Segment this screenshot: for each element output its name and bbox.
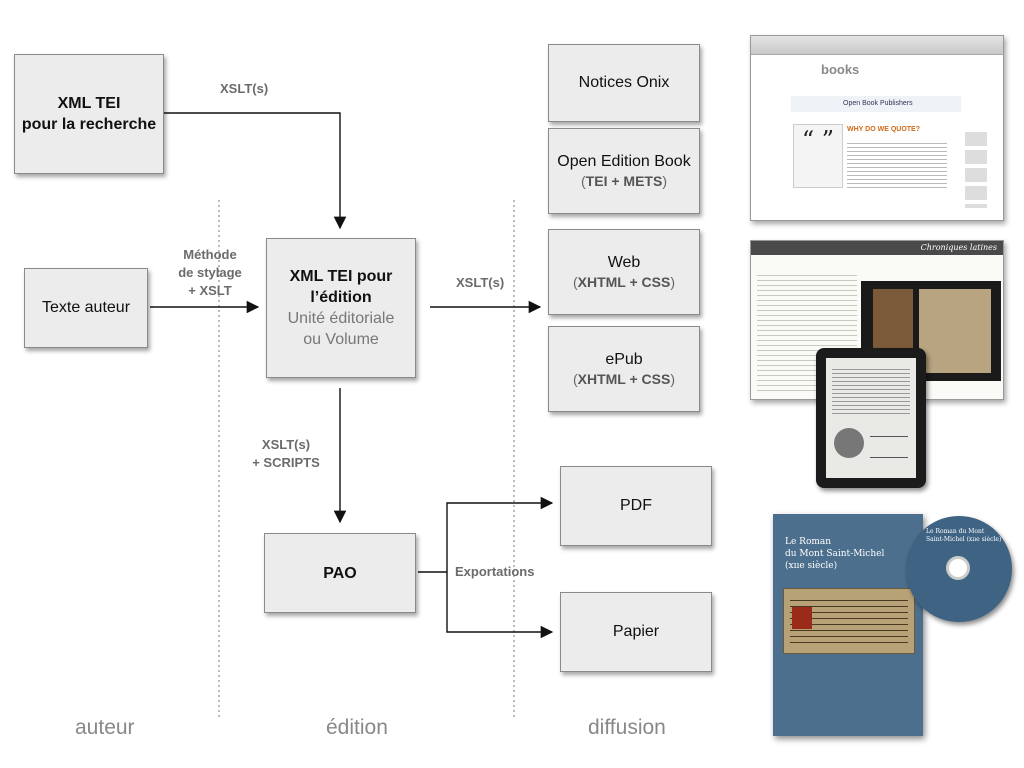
arrow-recherche-to-edition — [164, 112, 347, 230]
book-title: Le Roman du Mont Saint-Michel (xııe sièc… — [785, 537, 885, 571]
box-line: pour la recherche — [21, 116, 157, 133]
box-format: (XHTML + CSS) — [572, 273, 676, 290]
texte-auteur-box: Texte auteur — [24, 268, 148, 348]
text-lines — [847, 140, 947, 190]
browser-toolbar — [751, 36, 1003, 55]
web-box: Web (XHTML + CSS) — [548, 229, 700, 315]
pao-box: PAO — [264, 533, 416, 613]
book-title: WHY DO WE QUOTE? — [847, 126, 920, 133]
box-line: PAO — [323, 564, 357, 582]
open-edition-book-box: Open Edition Book (TEI + METS) — [548, 128, 700, 214]
label-exportations: Exportations — [455, 564, 535, 579]
box-line: l’édition — [310, 289, 372, 306]
cd-hole — [946, 556, 970, 580]
column-title-auteur: auteur — [75, 716, 135, 739]
box-line: XML TEI pour — [289, 268, 393, 285]
box-line: Open Edition Book — [557, 152, 691, 170]
box-format: (XHTML + CSS) — [572, 370, 676, 387]
publisher-banner: Open Book Publishers — [791, 96, 961, 112]
chroniques-title: Chroniques latines — [920, 243, 997, 252]
manuscript-plate — [783, 588, 915, 654]
xml-tei-edition-box: XML TEI pour l’édition Unité éditoriale … — [266, 238, 416, 378]
cd-disc: Le Roman du Mont Saint-Michel (xııe sièc… — [906, 516, 1012, 622]
tablet-device — [816, 348, 926, 488]
label-xslt-top: XSLT(s) — [220, 81, 269, 96]
column-title-diffusion: diffusion — [588, 716, 666, 739]
books-logo: books — [821, 62, 860, 77]
label-methode-stylage: Méthode de stylage + XSLT — [178, 247, 242, 298]
cd-title: Le Roman du Mont Saint-Michel (xııe sièc… — [926, 528, 1002, 543]
box-line: Web — [607, 253, 641, 271]
book-cover: “ ” — [793, 124, 843, 188]
openedition-books-screenshot: books Open Book Publishers “ ” WHY DO WE… — [750, 35, 1004, 221]
label-xslt-right: XSLT(s) — [456, 275, 505, 290]
tablet-screen — [826, 358, 916, 478]
box-line: Notices Onix — [578, 74, 670, 91]
book-cover-roman: Le Roman du Mont Saint-Michel (xııe sièc… — [773, 514, 923, 736]
arrow-pao-to-papier — [446, 572, 554, 639]
box-line: XML TEI — [57, 95, 121, 112]
box-line: PDF — [620, 497, 652, 514]
notices-onix-box: Notices Onix — [548, 44, 700, 122]
arrow-pao-to-pdf — [446, 496, 554, 572]
reader-header — [751, 241, 1003, 255]
box-line: ePub — [605, 350, 643, 368]
box-line: ou Volume — [303, 331, 379, 348]
side-buttons — [965, 128, 987, 208]
epub-box: ePub (XHTML + CSS) — [548, 326, 700, 412]
pdf-box: PDF — [560, 466, 712, 546]
papier-box: Papier — [560, 592, 712, 672]
box-line: Texte auteur — [41, 299, 131, 316]
xml-tei-recherche-box: XML TEI pour la recherche — [14, 54, 164, 174]
box-format: (TEI + METS) — [581, 172, 667, 189]
box-line: Papier — [612, 623, 660, 640]
label-xslt-scripts: XSLT(s) + SCRIPTS — [252, 437, 320, 470]
column-title-edition: édition — [326, 716, 388, 739]
box-line: Unité éditoriale — [287, 310, 395, 327]
manuscript-image — [861, 281, 1001, 381]
site-header: books — [821, 62, 859, 77]
